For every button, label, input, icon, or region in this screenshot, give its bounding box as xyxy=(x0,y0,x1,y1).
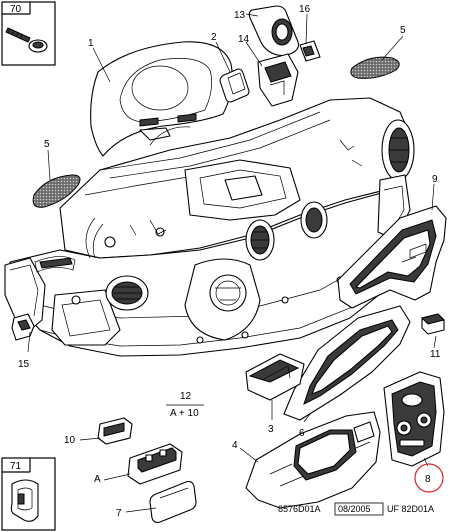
screw-icon xyxy=(5,27,48,53)
highlight-circle-8 xyxy=(414,463,444,493)
air-vent-right xyxy=(381,119,415,181)
footer-codes: 8576D01A 08/2005 UF 82D01A xyxy=(278,502,434,516)
callout-8: 8 xyxy=(425,474,431,485)
part-13-ring-bezel xyxy=(248,5,300,57)
part-16-clip xyxy=(299,40,321,62)
callout-12-subtext: A + 10 xyxy=(170,408,199,419)
callout-5-top: 5 xyxy=(400,25,406,36)
callout-4: 4 xyxy=(232,440,238,451)
part-a-switch xyxy=(127,443,183,485)
part-2-clip-cover xyxy=(219,68,250,103)
callout-15: 15 xyxy=(18,359,30,370)
part-7-blanking-plate xyxy=(149,480,197,524)
callout-1: 1 xyxy=(88,38,94,49)
part-5-speaker-grille-right xyxy=(350,56,400,79)
callout-6: 6 xyxy=(299,428,305,439)
callout-13: 13 xyxy=(234,10,246,21)
callout-11: 11 xyxy=(430,349,441,360)
callout-12: 12 xyxy=(180,391,192,402)
footer-date: 08/2005 xyxy=(338,504,371,514)
callout-7: 7 xyxy=(116,508,122,519)
air-vent-center xyxy=(245,219,275,261)
air-vent-right-center xyxy=(300,201,328,239)
callout-14: 14 xyxy=(238,34,250,45)
mounting-points xyxy=(71,139,363,344)
part-10-connector xyxy=(97,417,133,445)
callout-labels: 1 2 13 14 16 5 5 9 15 11 12 A + 10 3 6 4… xyxy=(18,4,444,519)
part-5-speaker-grille-left xyxy=(32,174,81,208)
footer-code-2: UF 82D01A xyxy=(387,504,434,514)
steering-column-area xyxy=(184,258,261,341)
part-1-cluster-cover xyxy=(90,41,233,157)
callout-71: 71 xyxy=(10,461,22,472)
callout-a: A xyxy=(94,474,101,485)
inset-box-70: 70 xyxy=(1,1,56,66)
part-11-block xyxy=(421,313,445,335)
part-15-clip xyxy=(11,313,35,341)
callout-2: 2 xyxy=(211,32,217,43)
part-8-switch-panel xyxy=(383,371,445,467)
inset-box-71: 71 xyxy=(1,457,56,531)
part-14-bracket xyxy=(257,53,299,107)
callout-70: 70 xyxy=(10,4,22,15)
leader-lines xyxy=(27,13,437,513)
clip-icon xyxy=(10,479,39,522)
air-vent-left xyxy=(105,275,149,311)
callout-16: 16 xyxy=(299,4,311,15)
callout-3: 3 xyxy=(268,424,274,435)
part-9-right-trim-frame xyxy=(337,205,447,309)
part-4-lower-console xyxy=(245,411,381,509)
part-6-lower-center-trim xyxy=(283,305,411,421)
part-3-storage-tray xyxy=(245,353,305,401)
callout-10: 10 xyxy=(64,435,76,446)
dashboard-body xyxy=(4,97,415,357)
callout-5-left: 5 xyxy=(44,139,50,150)
callout-9: 9 xyxy=(432,174,438,185)
footer-code-1: 8576D01A xyxy=(278,504,321,514)
